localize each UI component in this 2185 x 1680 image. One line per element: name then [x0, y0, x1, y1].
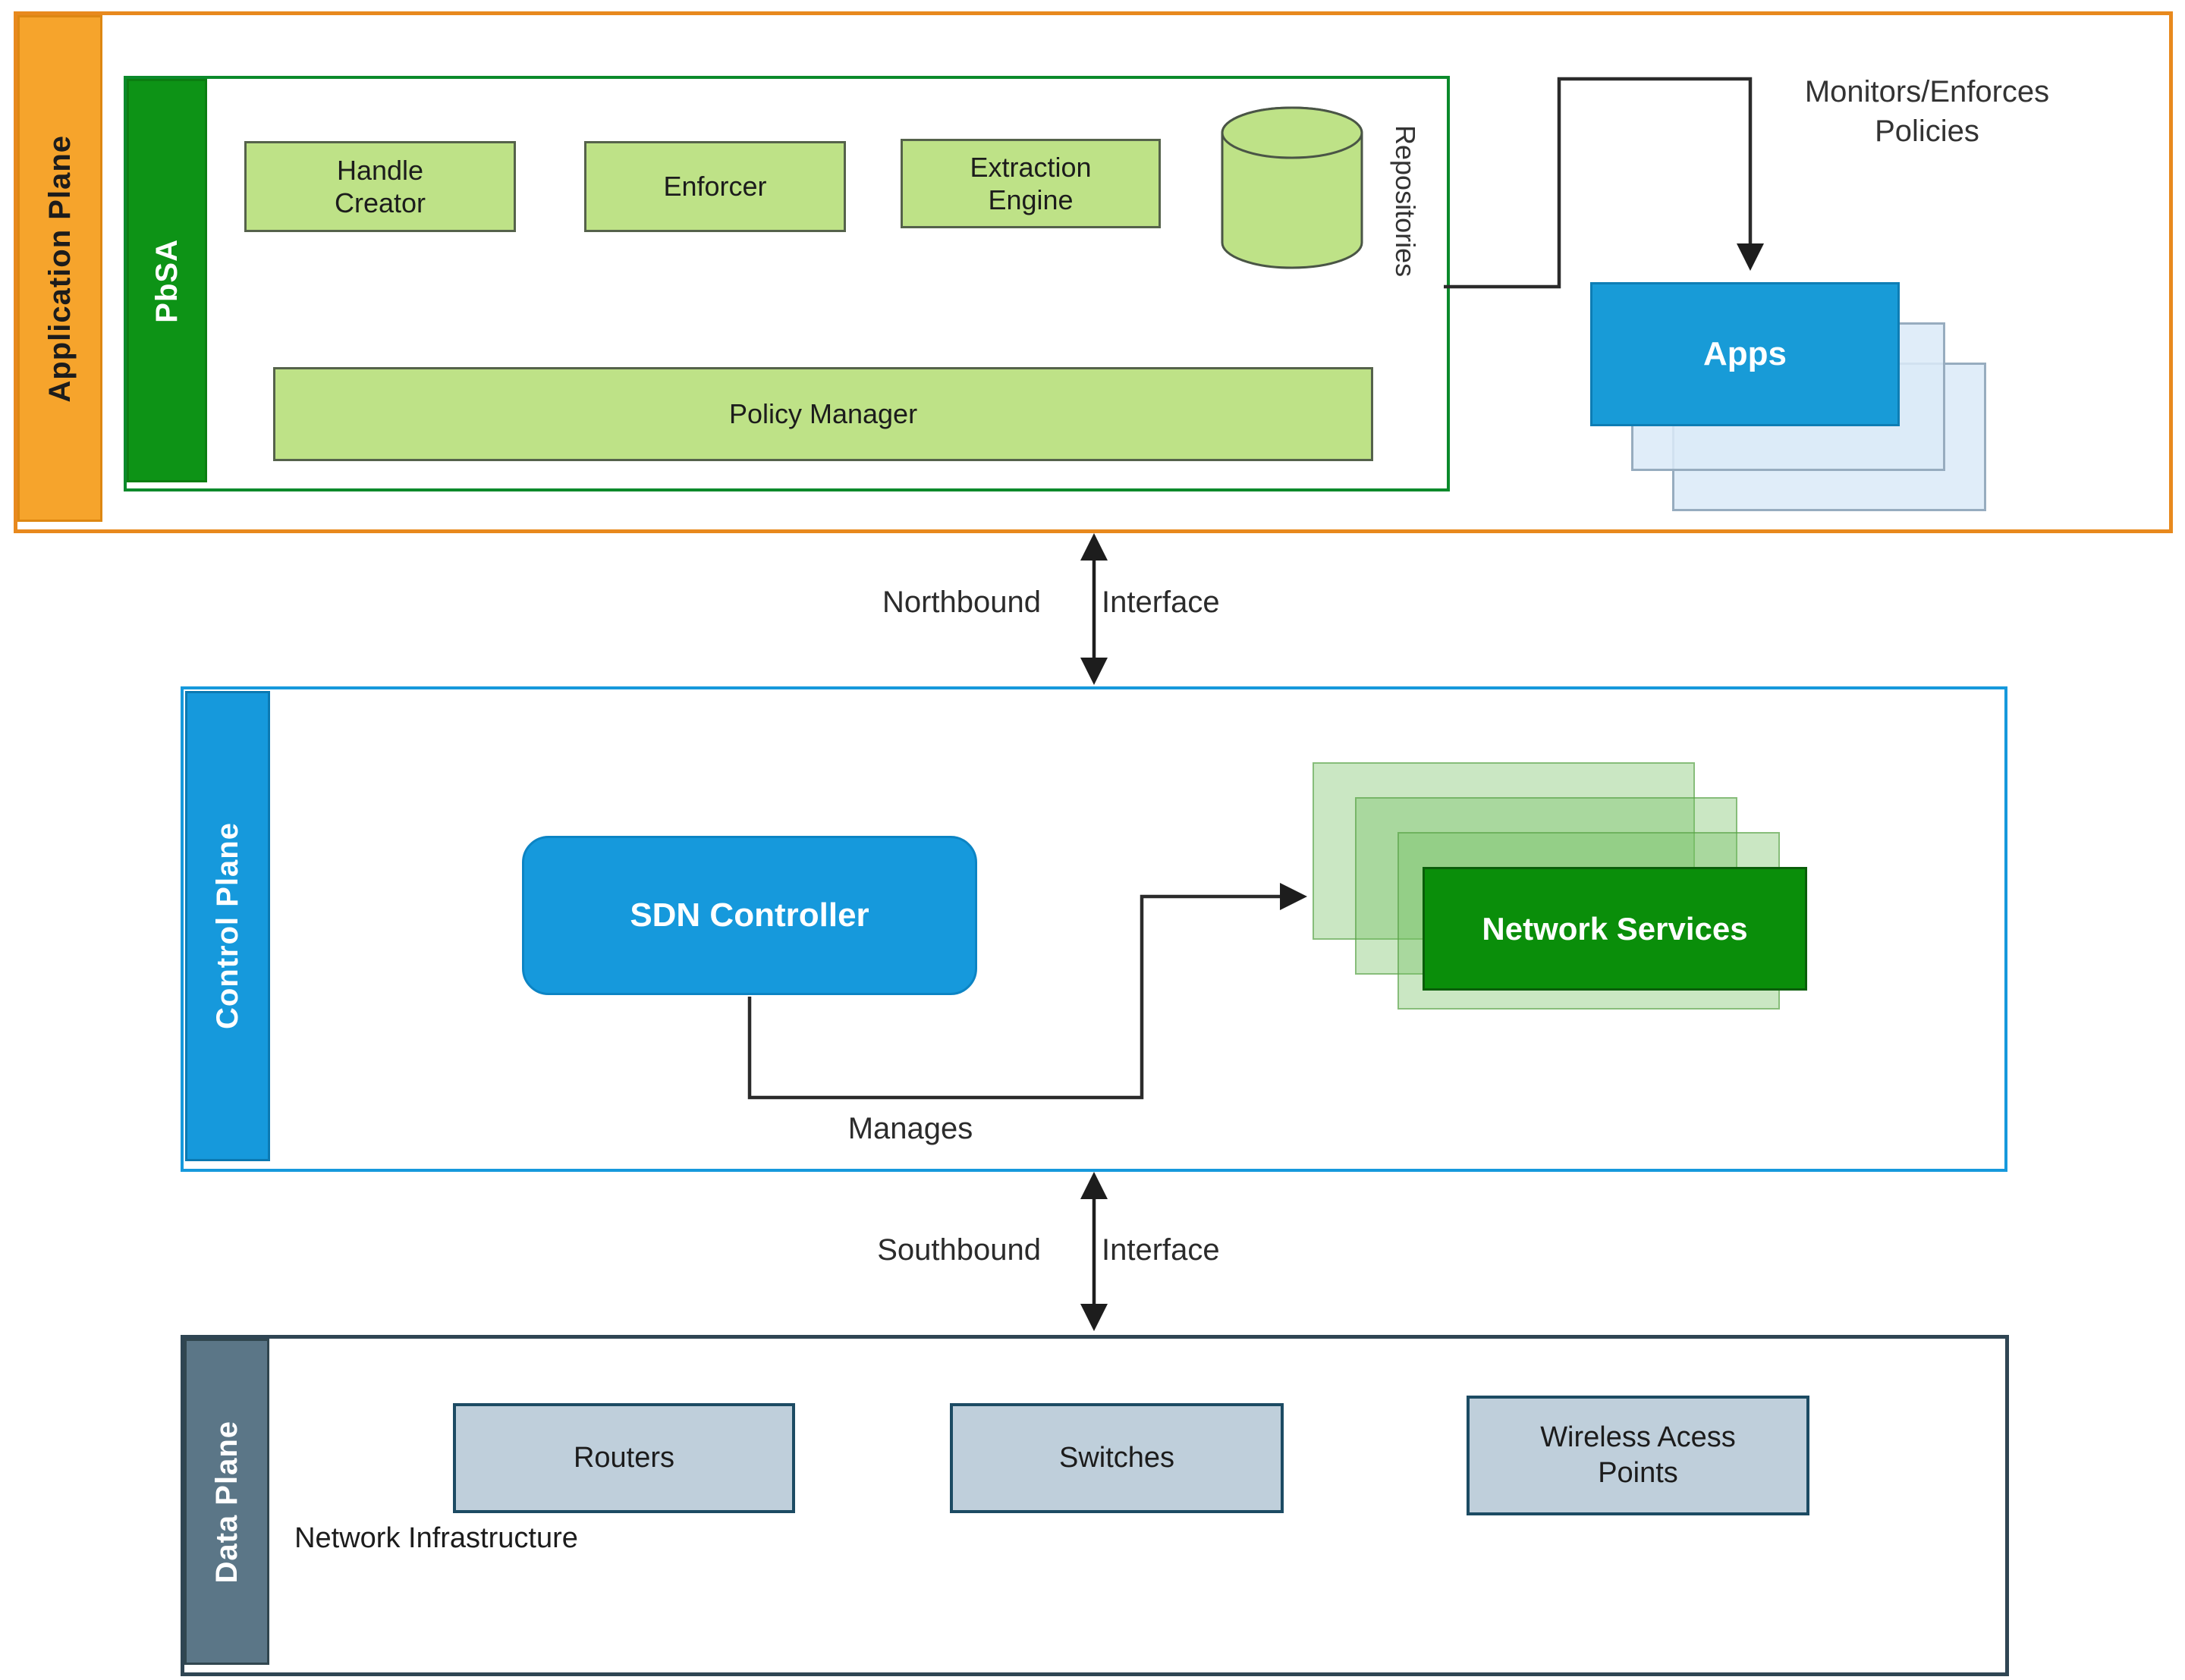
data-plane-label: Data Plane [209, 1420, 244, 1584]
extraction-engine-box: Extraction Engine [901, 139, 1161, 228]
southbound-label: Southbound [877, 1233, 1041, 1267]
policy-manager-label: Policy Manager [728, 398, 918, 430]
northbound-interface-label: Interface [1102, 586, 1220, 619]
switches-label: Switches [1058, 1441, 1175, 1474]
routers-box: Routers [453, 1403, 795, 1513]
apps-label: Apps [1703, 335, 1787, 372]
enforcer-box: Enforcer [584, 141, 846, 232]
apps-box: Apps [1590, 282, 1900, 426]
application-plane-label: Application Plane [42, 134, 77, 403]
network-infrastructure-label: Network Infrastructure [294, 1522, 578, 1554]
repositories-cylinder-icon [1221, 106, 1363, 269]
data-plane-label-band: Data Plane [184, 1339, 269, 1665]
network-services-box: Network Services [1423, 867, 1807, 991]
wireless-access-points-box: Wireless Acess Points [1467, 1396, 1809, 1515]
northbound-label: Northbound [882, 586, 1041, 619]
network-services-label: Network Services [1482, 910, 1748, 947]
application-plane-label-band: Application Plane [17, 15, 102, 522]
switches-box: Switches [950, 1403, 1284, 1513]
wireless-access-points-label: Wireless Acess Points [1540, 1421, 1736, 1490]
southbound-interface-label: Interface [1102, 1233, 1220, 1267]
pbsa-label-band: PbSA [127, 79, 207, 482]
repositories-caption: Repositories [1370, 108, 1440, 294]
policy-manager-box: Policy Manager [273, 367, 1373, 461]
handle-creator-label: Handle Creator [334, 154, 426, 218]
monitors-enforces-annotation: Monitors/Enforces Policies [1804, 75, 2050, 148]
control-plane-label-band: Control Plane [185, 691, 270, 1161]
repositories-label: Repositories [1390, 124, 1421, 278]
routers-label: Routers [573, 1441, 675, 1474]
control-plane-label: Control Plane [210, 822, 244, 1030]
enforcer-label: Enforcer [663, 171, 767, 203]
handle-creator-box: Handle Creator [244, 141, 516, 232]
sdn-controller-box: SDN Controller [522, 836, 977, 995]
manages-annotation: Manages [847, 1112, 973, 1145]
sdn-controller-label: SDN Controller [630, 897, 869, 934]
extraction-engine-label: Extraction Engine [970, 151, 1092, 215]
pbsa-label: PbSA [149, 238, 184, 323]
